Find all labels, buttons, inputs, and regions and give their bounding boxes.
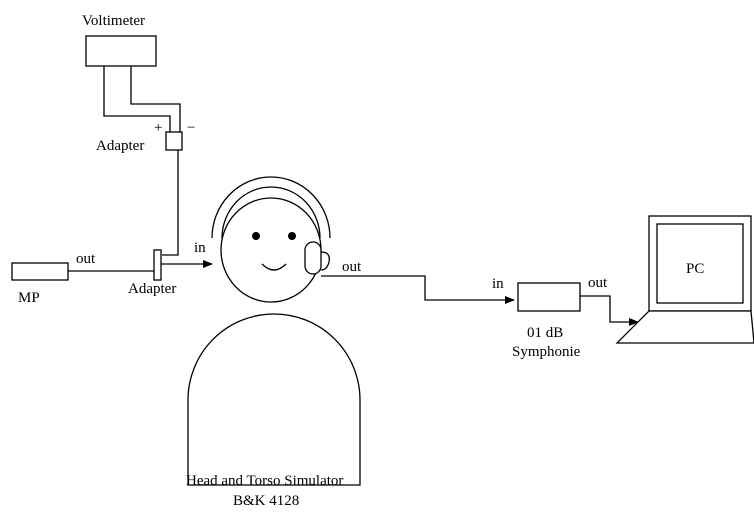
mp-box	[11, 262, 69, 281]
hats-label-line1: Head and Torso Simulator	[186, 473, 343, 489]
left-eye	[252, 232, 260, 240]
headphone-band-inner	[221, 186, 321, 239]
minus-label: −	[187, 120, 195, 136]
symphonie-label-line2: Symphonie	[512, 344, 581, 360]
voltimeter-box	[85, 35, 157, 67]
ear-cup	[320, 251, 330, 271]
top-adapter-box	[165, 131, 183, 151]
head-to-symphonie-wire	[321, 275, 515, 304]
bottom-adapter-plate	[153, 249, 162, 281]
pc-monitor-screen	[656, 223, 744, 304]
voltimeter-lead-minus	[130, 66, 181, 132]
adapter-link-wire	[162, 150, 179, 256]
symphonie-box	[517, 282, 581, 312]
headphone-band-outer	[211, 176, 331, 239]
plus-label: +	[154, 120, 162, 136]
bottom-adapter-label: Adapter	[128, 281, 176, 297]
voltimeter-lead-plus	[103, 66, 171, 132]
right-eye	[288, 232, 296, 240]
symphonie-to-pc-wire	[580, 295, 639, 326]
mp-out-label: out	[76, 251, 96, 267]
voltimeter-label: Voltimeter	[82, 13, 145, 29]
torso-shape	[187, 313, 361, 486]
mouth	[261, 263, 287, 271]
head-in-label: in	[194, 240, 206, 256]
symphonie-out-label: out	[588, 275, 608, 291]
hats-label-line2: B&K 4128	[233, 493, 299, 509]
symphonie-in-label: in	[492, 276, 504, 292]
ear-microphone	[304, 241, 322, 275]
symphonie-label-line1: 01 dB	[527, 325, 563, 341]
mp-label: MP	[18, 290, 40, 306]
pc-label: PC	[686, 261, 704, 277]
head-out-label: out	[342, 259, 362, 275]
pc-keyboard-base	[615, 310, 754, 344]
top-adapter-label: Adapter	[96, 138, 144, 154]
